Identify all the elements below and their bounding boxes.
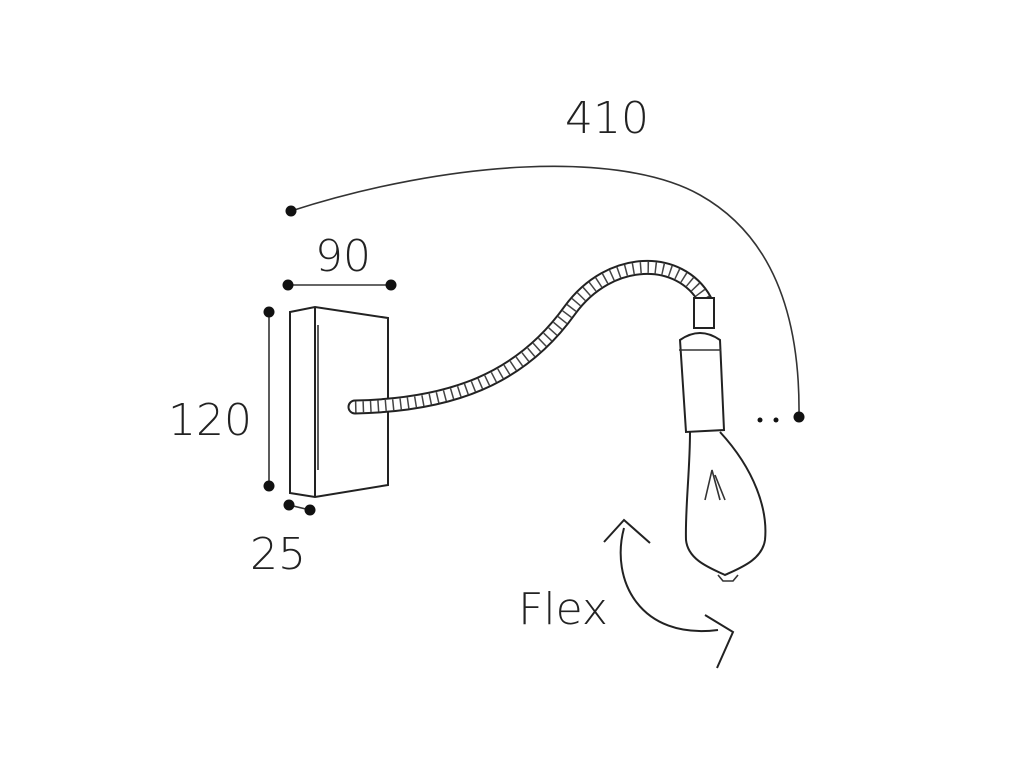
depth-dimension: 25 [250,499,316,580]
width-dimension: 90 [282,231,397,291]
width-label: 90 [315,231,371,282]
flexible-arm [347,260,715,415]
reach-label: 410 [565,93,649,144]
flex-rotation-arrow: Flex [518,518,735,669]
lamp-socket [678,332,726,434]
wall-plate [289,305,389,499]
depth-label: 25 [250,529,306,580]
reach-dimension: 410 [285,93,805,423]
flex-label: Flex [518,584,608,635]
edison-bulb [684,431,767,582]
height-label: 120 [168,395,252,446]
height-dimension: 120 [168,306,275,492]
